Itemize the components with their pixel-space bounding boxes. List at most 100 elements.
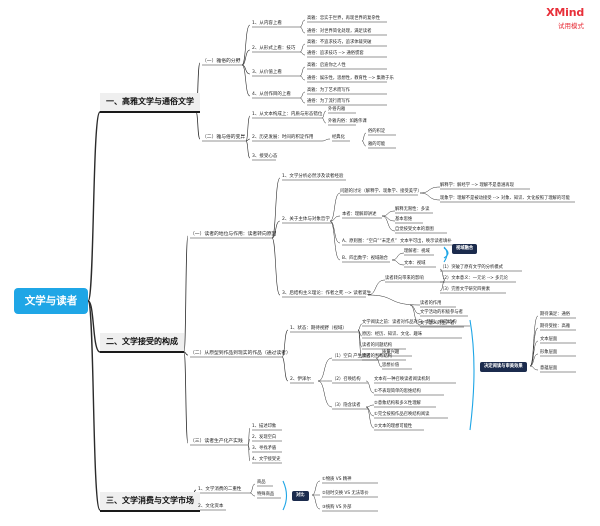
leaf[interactable]: 文本有一种召唤读者阅读机制	[374, 377, 430, 382]
leaf[interactable]: （2）文本意义：一元论 --> 多元论	[440, 276, 509, 281]
leaf[interactable]: 本者：理解即讲述	[342, 212, 377, 217]
leaf[interactable]: 解释无限性：多读	[395, 207, 430, 212]
leaf[interactable]: 现象学：理解不是被动接受 --> 对象、知识、文化按照了理解的可能	[440, 196, 570, 201]
subtopic[interactable]: 3、接受心态	[252, 154, 278, 159]
decide-effect-tag[interactable]: 决定阅读与审美效果	[480, 362, 527, 372]
leaf[interactable]: 读者转向带来的影响	[385, 276, 424, 281]
subtopic[interactable]: 3、后结构主义理论：作者之死 --> 读者诞生	[282, 291, 372, 296]
connector	[329, 192, 341, 222]
leaf[interactable]: 雅的可能	[368, 142, 386, 147]
subtopic[interactable]: 1、从文本构成上：内质与形态错位	[252, 112, 323, 117]
subtopic[interactable]: 2、发现空白	[252, 435, 277, 440]
subtopic[interactable]: 1、描述印象	[252, 424, 277, 429]
subtopic[interactable]: 2、历史发展：时间的积淀作用	[252, 135, 314, 140]
section-1-title[interactable]: 一、高雅文学与通俗文学	[100, 93, 200, 113]
subtopic[interactable]: 4、从创作目的上看	[252, 92, 291, 97]
effect-item[interactable]: 形象层面	[540, 350, 558, 355]
leaf[interactable]: 文本半可出，唤示读者填补	[400, 239, 452, 244]
leaf[interactable]: ②文本的理想可能性	[374, 424, 413, 429]
leaf[interactable]: 文学活动的积极参与者	[420, 310, 463, 315]
compare-item[interactable]: ③统购 VS 外部	[322, 505, 352, 510]
subtopic[interactable]: 3、从价值上看	[252, 70, 282, 75]
connector	[439, 279, 446, 292]
connector	[381, 215, 396, 232]
leaf[interactable]: 理解者：视域	[404, 249, 430, 254]
subtopic[interactable]: 2、从形式上看：技巧	[252, 46, 296, 51]
effect-item[interactable]: 文本层面	[540, 337, 558, 342]
leaf[interactable]: 俗的积淀	[368, 129, 386, 134]
subtopic[interactable]: 2、关于主体与对象哲学	[282, 217, 330, 222]
leaf[interactable]: （2）召唤结构	[332, 377, 361, 382]
leaf[interactable]: 通俗：娱乐性，思想性，教育性 --> 集教于乐	[307, 76, 394, 81]
leaf[interactable]: （1）突破了原有文学的分析模式	[440, 265, 503, 270]
leaf[interactable]: 质量兴趣	[382, 350, 400, 355]
compare-item[interactable]: ①物质 VS 精神	[322, 477, 352, 482]
effect-item[interactable]: 期待满足：通俗	[540, 312, 571, 317]
leaf[interactable]: 文学意义的生产者	[420, 321, 455, 326]
connector	[317, 357, 333, 382]
leaf[interactable]: 解释学：解经学 --> 理解不是意涵再现	[440, 183, 514, 188]
leaf[interactable]: B、四出数学：视域融合	[342, 256, 388, 261]
connector	[391, 252, 405, 261]
leaf[interactable]: ①完全按照作品召唤结构阅读	[374, 412, 430, 417]
effect-item[interactable]: 意蕴层面	[540, 366, 558, 371]
connector	[299, 91, 306, 99]
leaf[interactable]: 思想价值	[382, 363, 400, 368]
leaf[interactable]: 高雅：忠实于世界，再现世界的复杂性	[307, 16, 381, 21]
group-label[interactable]: （二）雅与俗的变异	[202, 135, 246, 140]
leaf[interactable]: 读者的问题结构	[362, 343, 393, 348]
leaf[interactable]: 自觉按受文本的意图	[395, 227, 434, 232]
leaf[interactable]: 文学阅读之前：读者对作品对向、范形、规范结构	[362, 320, 457, 325]
subtopic[interactable]: 4、文学接受史	[252, 457, 281, 462]
leaf[interactable]: 读者的作用	[420, 301, 442, 306]
connector	[321, 110, 327, 119]
subtopic[interactable]: 1、状态：期待视野（视域）	[290, 326, 347, 331]
leaf[interactable]: （1）空白 产生原因	[332, 354, 371, 359]
group-label[interactable]: 2、文化资本	[198, 504, 224, 509]
leaf[interactable]: 基本思维	[395, 217, 413, 222]
leaf[interactable]: 高雅：启迪你之人性	[307, 63, 346, 68]
section-3-title[interactable]: 三、文学消费与文学市场	[100, 492, 200, 512]
connector	[419, 192, 441, 201]
connector	[357, 323, 363, 331]
subtopic[interactable]: 2、伊泽尔	[290, 377, 311, 382]
leaf[interactable]: 通俗：对世界简化处理，满足读者	[307, 29, 372, 34]
leaf[interactable]: 读者的判断结构	[362, 354, 393, 359]
leaf[interactable]: 外雅内俗：如路伟课	[328, 119, 367, 124]
leaf[interactable]: ①不表现简单的思维结构	[374, 389, 421, 394]
compare-tag[interactable]: 对比	[292, 491, 309, 501]
effect-item[interactable]: 期待受挫：高雅	[540, 324, 571, 329]
group-label[interactable]: （三）读者生产化产实践	[190, 439, 243, 444]
fusion-tag[interactable]: 视域融合	[452, 244, 478, 254]
leaf[interactable]: 高雅：不追求技巧，追求体裁突破	[307, 40, 372, 45]
subtopic[interactable]: 1、从内容上看	[252, 21, 282, 26]
root-topic[interactable]: 文学与读者	[14, 288, 88, 314]
leaf[interactable]: （3）隐含读者	[332, 403, 361, 408]
leaf[interactable]: 文本：视域	[404, 261, 426, 266]
compare-item[interactable]: ②短时交换 VS 无法等价	[322, 491, 369, 496]
group-label[interactable]: 1、文学消费的二重性	[198, 487, 242, 492]
leaf[interactable]: ②意象结构和多义性理解	[374, 401, 421, 406]
leaf[interactable]: A、原则图：“空白”“未定点”	[342, 239, 397, 244]
leaf[interactable]: 高雅：为了艺术而写作	[307, 88, 350, 93]
connector	[299, 43, 306, 53]
leaf[interactable]: 经典化	[332, 135, 345, 140]
leaf[interactable]: 通俗：追求技巧 --> 通俗惯套	[307, 51, 364, 56]
group-label[interactable]: （一）雅俗的分野	[202, 59, 241, 64]
leaf[interactable]: （3）完善文学研究四要素	[440, 287, 490, 292]
leaf[interactable]: 原因：经历、知识、文化、趣味	[362, 332, 423, 337]
connector	[183, 351, 189, 444]
group-label[interactable]: （二）从原型到作品到现实的作品（通过读者）	[190, 351, 291, 356]
group-label[interactable]: （一）读者的地位与作用：读者转向原因	[190, 232, 277, 237]
leaf[interactable]: 特殊商品	[257, 492, 275, 497]
leaf[interactable]: 商品	[257, 480, 266, 485]
section-2-title[interactable]: 二、文学接受的构成	[100, 333, 184, 353]
connector	[365, 404, 375, 408]
subtopic[interactable]: 1、文学分析必然涉及读者经验	[282, 174, 344, 179]
subtopic[interactable]: 3、寻找矛盾	[252, 446, 277, 451]
leaf[interactable]: 问题的讨论（解释学、现象学、接受美学）	[340, 189, 422, 194]
leaf[interactable]: 外俗内雅	[328, 107, 346, 112]
leaf[interactable]: 通俗：为了流行而写作	[307, 99, 350, 104]
connector	[245, 138, 251, 142]
